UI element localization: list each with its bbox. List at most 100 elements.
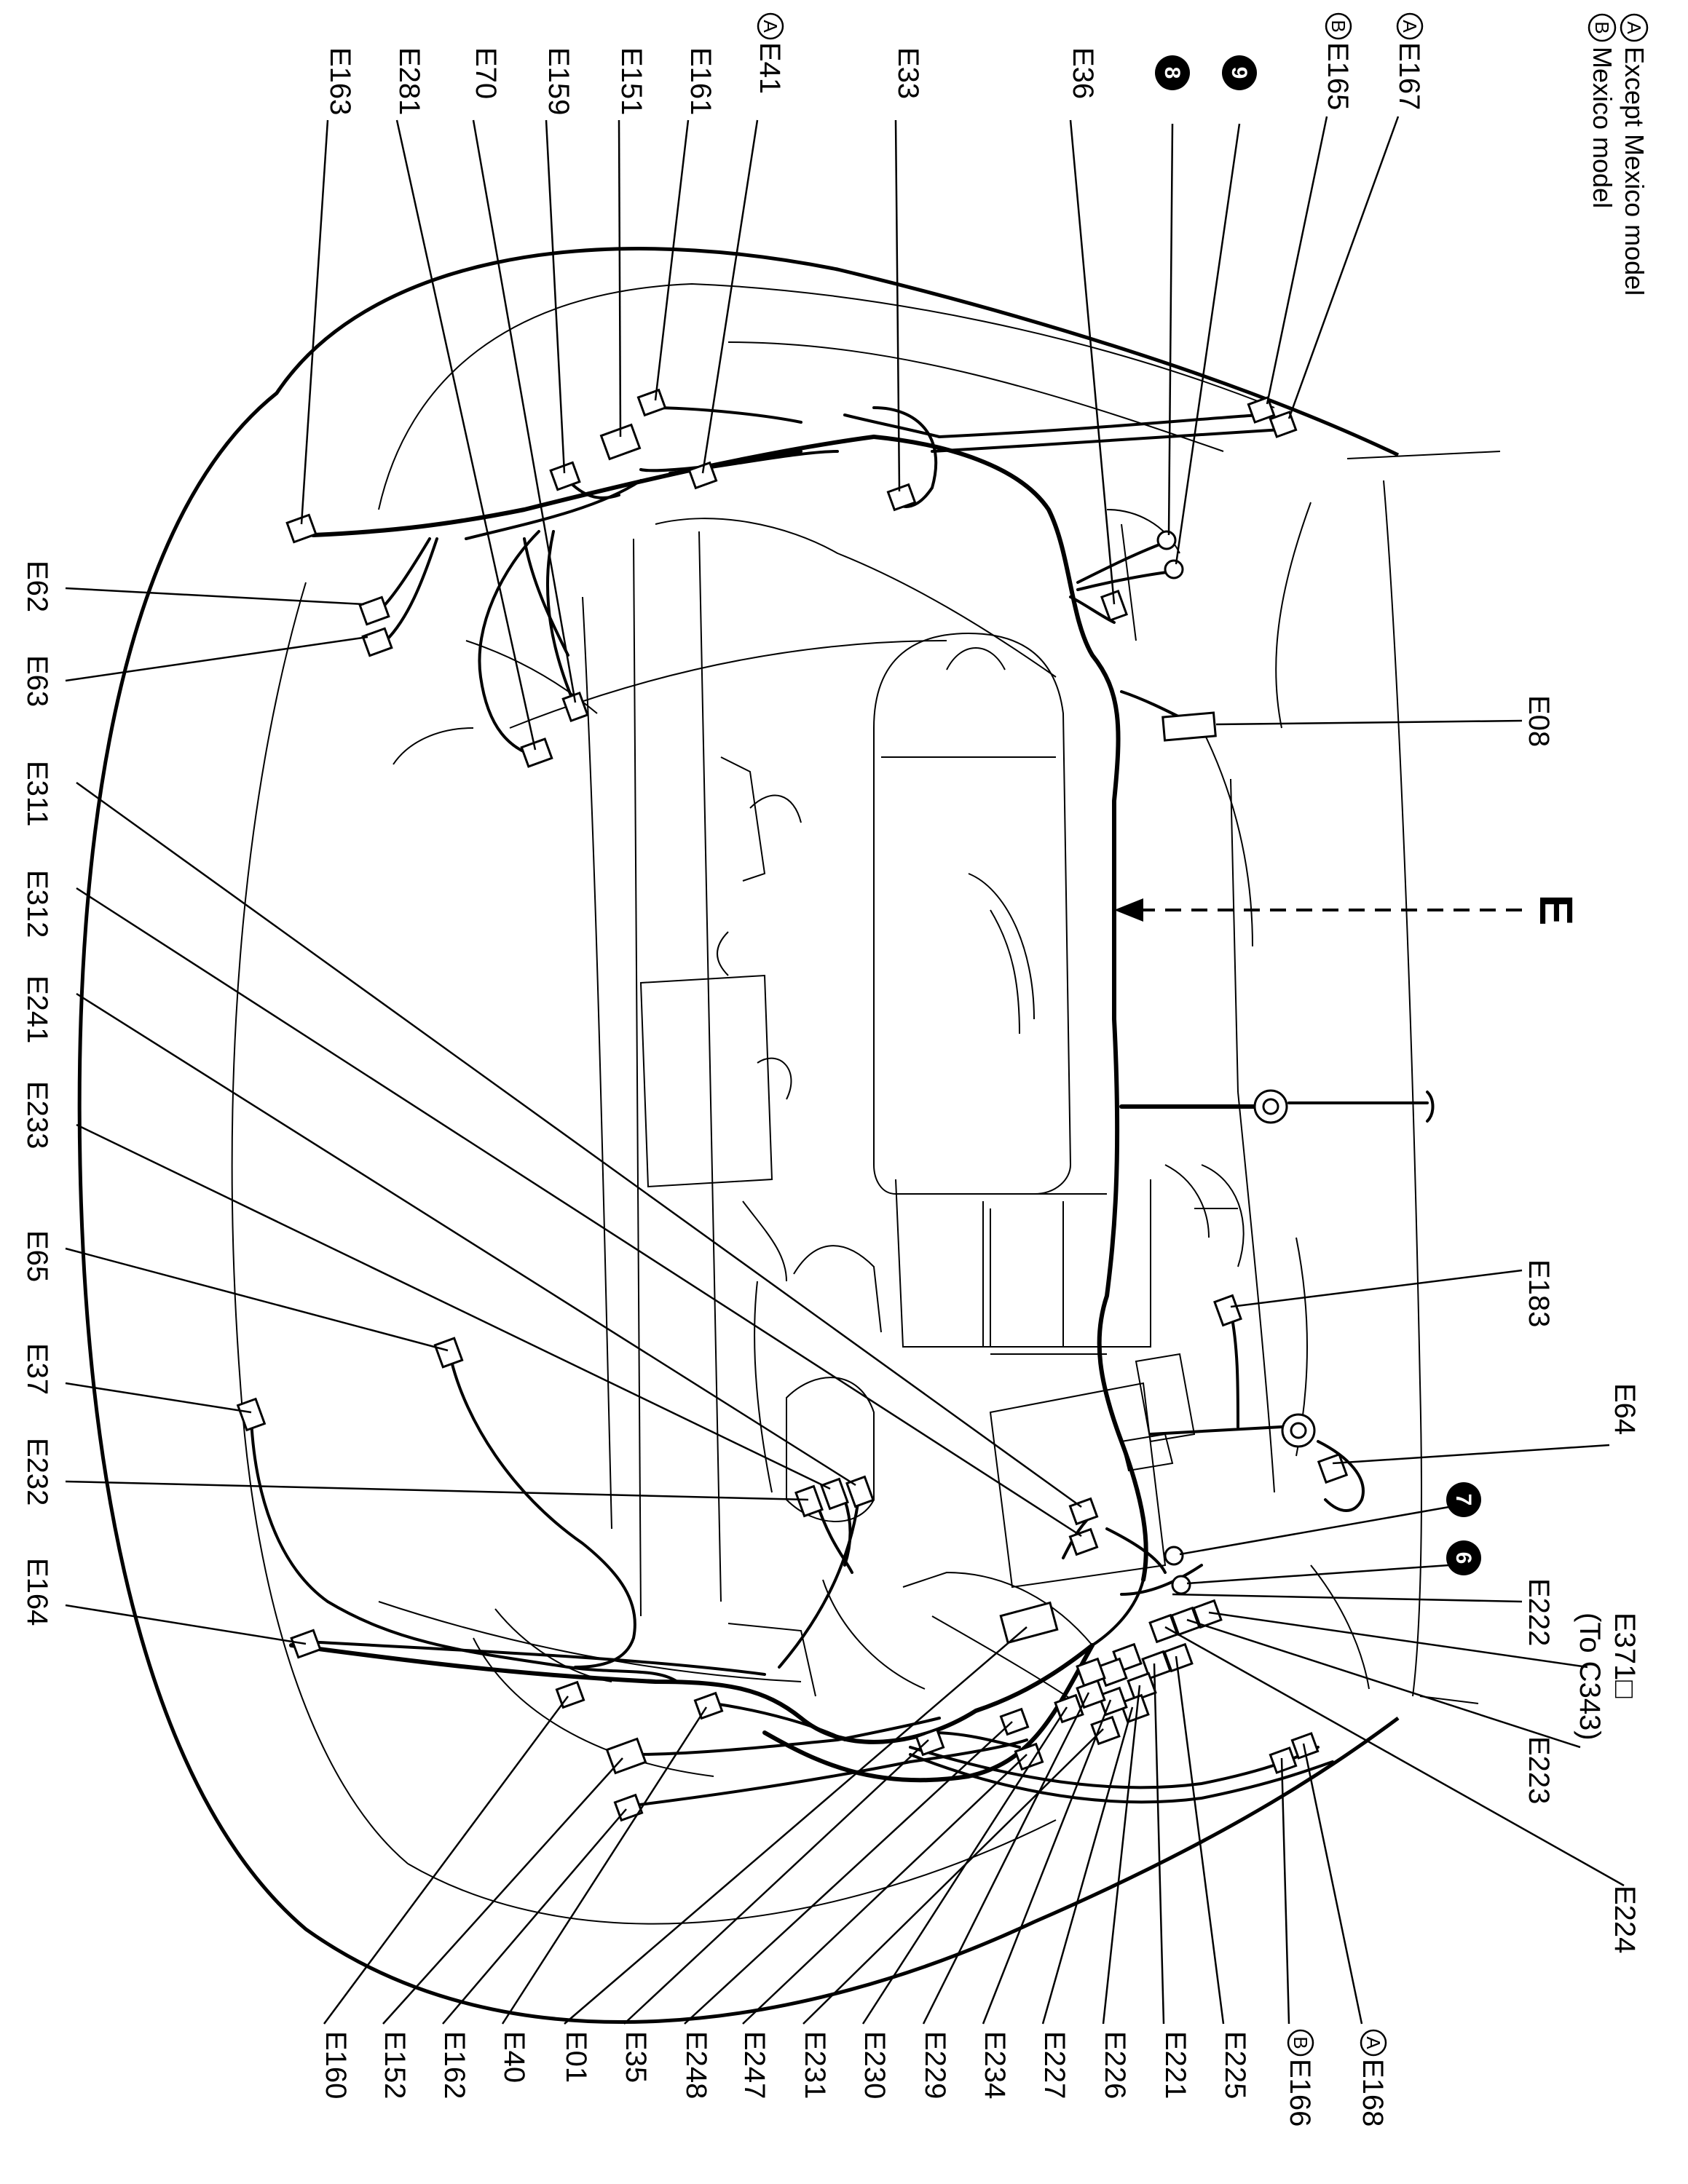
connector-e40 — [693, 1691, 724, 1720]
connector-e311 — [1068, 1497, 1099, 1526]
connector-e163 — [285, 513, 318, 544]
connector-e226 — [1127, 1671, 1157, 1702]
connector-e159 — [549, 461, 581, 491]
ring-terminal-6 — [1171, 1575, 1191, 1595]
connector-e371 — [1192, 1599, 1223, 1629]
badge-9: 9 — [1222, 55, 1257, 90]
label-e371: E371□ — [1609, 1613, 1641, 1698]
ground-point-upper-inner — [1262, 1098, 1279, 1115]
connector-e183 — [1213, 1294, 1242, 1327]
label-e221: E221 — [1159, 2031, 1191, 2099]
label-e41: E41 — [754, 42, 786, 94]
connector-e64 — [1317, 1452, 1349, 1484]
label-e225: E225 — [1219, 2031, 1251, 2099]
label-e163: E163 — [324, 47, 356, 115]
connector-e229 — [1076, 1679, 1106, 1709]
label-e224: E224 — [1609, 1886, 1641, 1953]
connector-e01 — [999, 1601, 1059, 1645]
label-e161: E161 — [685, 47, 717, 115]
connector-e33 — [886, 483, 917, 512]
ground-point-lower-inner — [1290, 1422, 1307, 1439]
variant-b-circle-e166 — [1287, 2029, 1314, 2057]
label-e311: E311 — [21, 761, 53, 826]
connector-e160 — [555, 1680, 585, 1709]
label-e36: E36 — [1067, 47, 1099, 99]
label-e312: E312 — [21, 870, 53, 938]
connector-e227 — [1119, 1693, 1150, 1724]
badge-8-text: 8 — [1160, 67, 1184, 79]
variant-b-letter-e166: B — [1290, 2036, 1312, 2049]
label-e168: E168 — [1357, 2059, 1389, 2126]
label-e165: E165 — [1322, 42, 1354, 110]
variant-a-letter-e168: A — [1362, 2036, 1384, 2049]
connector-e08 — [1162, 711, 1217, 742]
legend-b-text: Mexico model — [1588, 47, 1617, 208]
label-e33: E33 — [892, 47, 924, 99]
label-e37: E37 — [21, 1343, 53, 1395]
label-e230: E230 — [859, 2031, 891, 2099]
badge-7-text: 7 — [1451, 1494, 1475, 1506]
label-e226: E226 — [1099, 2031, 1131, 2099]
connector-e63 — [361, 627, 393, 657]
harness-e-text: E — [1530, 895, 1582, 926]
connector-e151 — [599, 423, 642, 461]
connector-e224 — [1148, 1613, 1179, 1644]
label-e162: E162 — [438, 2031, 470, 2099]
label-e233: E233 — [21, 1081, 53, 1149]
label-e248: E248 — [680, 2031, 712, 2099]
connector-e35 — [915, 1728, 945, 1757]
label-e63: E63 — [21, 655, 53, 707]
label-e35: E35 — [620, 2031, 652, 2083]
connector-e168 — [1290, 1732, 1320, 1760]
ring-terminal-8 — [1156, 530, 1177, 550]
label-e160: E160 — [320, 2031, 352, 2099]
legend-b-circle — [1588, 13, 1617, 42]
connector-e223 — [1170, 1606, 1201, 1637]
legend-a-letter: A — [1623, 21, 1645, 34]
label-e08: E08 — [1523, 695, 1555, 747]
label-to-c343: (To C343) — [1574, 1613, 1606, 1741]
top-labels: A E167 B E165 9 8 E36 E33 A E41 E161 — [324, 12, 1425, 115]
ring-terminal-7 — [1164, 1546, 1184, 1566]
connector-e233 — [820, 1477, 849, 1511]
harness-label-e: E — [1530, 895, 1582, 926]
label-e232: E232 — [21, 1438, 53, 1506]
harness-e-arrowhead — [1114, 898, 1143, 922]
left-labels: E62 E63 E311 E312 E241 E233 E65 E37 E232… — [21, 561, 53, 1626]
connector-e37 — [236, 1397, 267, 1432]
label-e65: E65 — [21, 1230, 53, 1282]
label-e64: E64 — [1609, 1383, 1641, 1435]
label-e70: E70 — [470, 47, 502, 99]
connector-e62 — [358, 596, 390, 626]
label-e247: E247 — [738, 2031, 770, 2099]
label-e164: E164 — [21, 1558, 53, 1626]
connector-e222d — [1076, 1657, 1106, 1688]
ring-terminal-9 — [1164, 559, 1184, 579]
legend-a-text: Except Mexico model — [1620, 47, 1649, 296]
connector-e221 — [1141, 1650, 1172, 1680]
label-e151: E151 — [615, 47, 647, 115]
variant-b-letter-e165: B — [1328, 20, 1349, 32]
connector-e225 — [1163, 1642, 1194, 1673]
variant-a-circle-e167 — [1396, 12, 1424, 40]
connector-e248 — [999, 1707, 1030, 1736]
badge-9-text: 9 — [1227, 67, 1251, 79]
vehicle-outline — [77, 247, 1501, 2024]
leader-lines — [65, 116, 1625, 2025]
connector-e36 — [1100, 589, 1129, 622]
badge-6-text: 6 — [1451, 1552, 1475, 1564]
legend-a-circle — [1620, 13, 1649, 42]
connector-e234 — [1097, 1686, 1128, 1717]
label-e167: E167 — [1393, 42, 1425, 110]
label-e234: E234 — [979, 2031, 1011, 2099]
label-e241: E241 — [21, 976, 53, 1043]
label-e62: E62 — [21, 561, 53, 612]
badge-8: 8 — [1155, 55, 1190, 90]
label-e183: E183 — [1523, 1259, 1555, 1327]
bottom-labels: A E168 B E166 E225 E221 E226 E227 E234 E… — [320, 2029, 1389, 2126]
ground-wire-end — [1426, 1091, 1435, 1123]
label-e223: E223 — [1523, 1736, 1555, 1804]
connector-e65 — [433, 1337, 464, 1369]
